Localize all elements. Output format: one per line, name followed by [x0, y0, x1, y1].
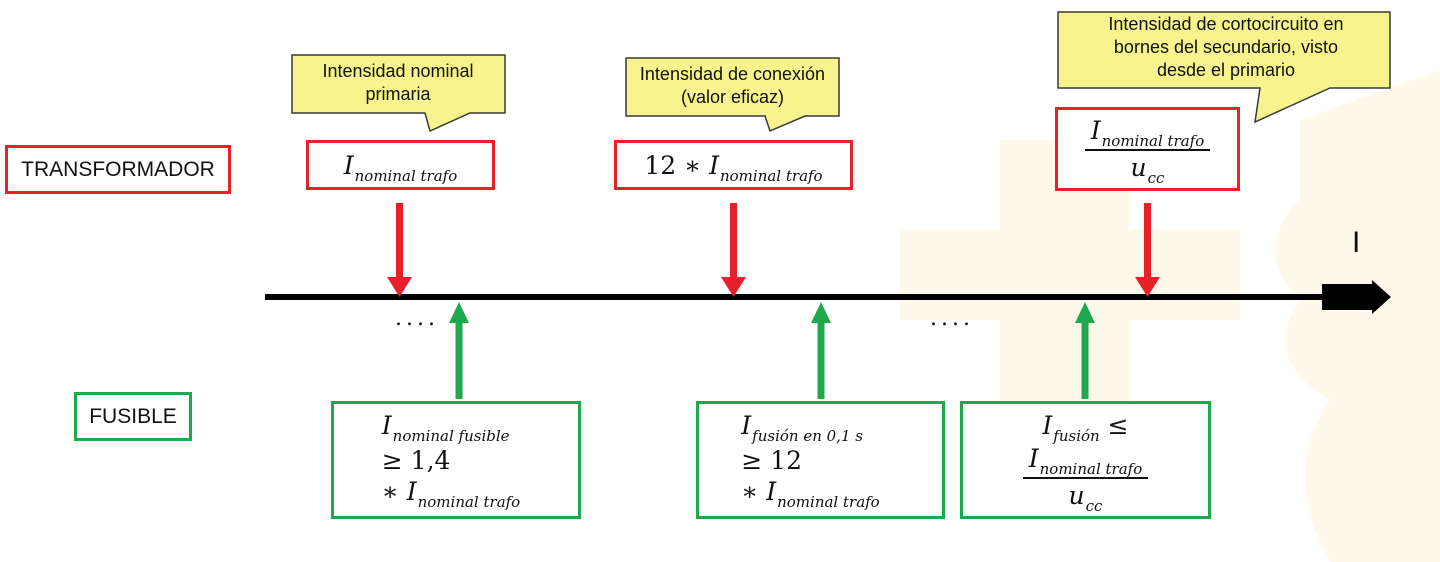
trafo-shortcircuit-fraction: Inominal trafo ucc	[1084, 116, 1211, 187]
callout-shortcircuit-line3: desde el primario	[1156, 60, 1296, 80]
arrow-shortcircuit-fuse	[1075, 302, 1095, 399]
callout-shortcircuit-line1: Intensidad de cortocircuito en	[1108, 14, 1344, 34]
fuse-shortcircuit-formula: Ifusión ≤ Inominal trafo ucc	[1022, 411, 1149, 515]
trafo-nominal-formula: Inominal trafo	[343, 150, 458, 185]
axis-arrowhead	[1322, 280, 1391, 314]
fuse-label-text: FUSIBLE	[89, 404, 177, 428]
transformer-arrows	[387, 203, 1160, 297]
fuse-row-label: FUSIBLE	[74, 392, 192, 441]
arrow-nominal-trafo	[387, 203, 412, 297]
callout-connection-line2: (valor eficaz)	[680, 87, 785, 107]
fuse-nominal-formula: Inominal fusible ≥ 1,4 ∗ Inominal trafo	[381, 410, 521, 511]
callout-nominal	[291, 54, 506, 133]
callout-connection	[625, 57, 840, 133]
fuse-nominal-box: Inominal fusible ≥ 1,4 ∗ Inominal trafo	[331, 401, 581, 519]
fuse-connection-formula: Ifusión en 0,1 s ≥ 12 ∗ Inominal trafo	[741, 410, 880, 511]
callout-shortcircuit	[1057, 11, 1391, 124]
callout-nominal-line1: Intensidad nominal	[322, 61, 474, 81]
axis-label-current: I	[1352, 226, 1361, 259]
fuse-arrows	[449, 302, 1095, 399]
ellipsis-left: ....	[395, 306, 439, 331]
callout-connection-line1: Intensidad de conexión	[639, 64, 826, 84]
callout-shortcircuit-text: Intensidad de cortocircuito en bornes de…	[1070, 13, 1382, 82]
arrow-connection-fuse	[811, 302, 831, 399]
watermark-logo	[900, 70, 1440, 562]
ellipsis-right: ....	[930, 306, 974, 331]
arrow-shortcircuit-trafo	[1135, 203, 1160, 297]
transformer-label-text: TRANSFORMADOR	[21, 157, 215, 181]
trafo-connection-formula: 12 ∗ Inominal trafo	[644, 150, 823, 185]
fuse-connection-box: Ifusión en 0,1 s ≥ 12 ∗ Inominal trafo	[696, 401, 945, 519]
transformer-row-label: TRANSFORMADOR	[5, 145, 231, 194]
callout-connection-text: Intensidad de conexión (valor eficaz)	[626, 63, 839, 109]
callout-shortcircuit-line2: bornes del secundario, visto	[1113, 37, 1339, 57]
callout-nominal-line2: primaria	[365, 84, 431, 104]
arrow-nominal-fuse	[449, 302, 469, 399]
fuse-shortcircuit-box: Ifusión ≤ Inominal trafo ucc	[960, 401, 1211, 519]
callout-nominal-text: Intensidad nominal primaria	[298, 60, 498, 106]
trafo-nominal-box: Inominal trafo	[306, 140, 495, 190]
trafo-shortcircuit-box: Inominal trafo ucc	[1055, 107, 1240, 191]
arrow-connection-trafo	[721, 203, 746, 297]
trafo-connection-box: 12 ∗ Inominal trafo	[614, 140, 853, 190]
